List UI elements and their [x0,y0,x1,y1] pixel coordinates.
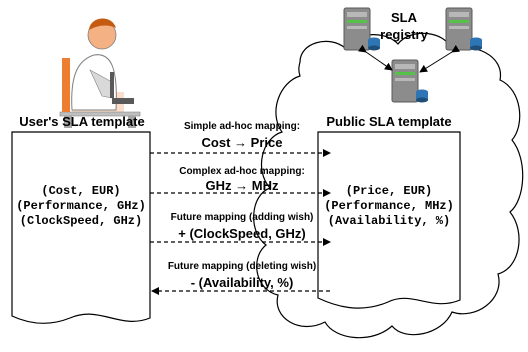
mapping-4-content: - (Availability, %) [190,275,294,290]
public-sla-template-document [317,131,461,309]
user-entry-1: (Cost, EUR) [41,184,121,198]
public-entry-3: (Availability, %) [327,214,451,228]
public-template-title: Public SLA template [326,114,452,129]
mapping-1-content: Cost → Price [201,135,283,150]
server-link-left-bottom [357,44,393,71]
mapping-3-title: Future mapping (adding wish) [170,212,314,223]
server-link-right-bottom [419,44,461,73]
user-template-title: User's SLA template [19,114,145,129]
public-entry-1: (Price, EUR) [345,184,433,198]
mapping-4-title: Future mapping (deleting wish) [167,261,317,272]
registry-label-line1: SLA [391,10,417,25]
mapping-2-title: Complex ad-hoc mapping: [179,166,305,177]
public-entry-2: (Performance, MHz) [324,199,454,213]
user-sla-template-document [11,131,151,324]
mapping-1-title: Simple ad-hoc mapping: [183,121,301,132]
mapping-2-content: GHz → MHz [205,178,279,193]
user-entry-2: (Performance, GHz) [16,199,146,213]
user-entry-3: (ClockSpeed, GHz) [19,214,143,228]
registry-label-line2: registry [380,27,428,42]
user-person-icon [59,18,141,128]
mapping-3-content: + (ClockSpeed, GHz) [178,226,306,241]
registry-server-right-icon [445,7,482,51]
registry-server-bottom-icon [391,59,428,103]
